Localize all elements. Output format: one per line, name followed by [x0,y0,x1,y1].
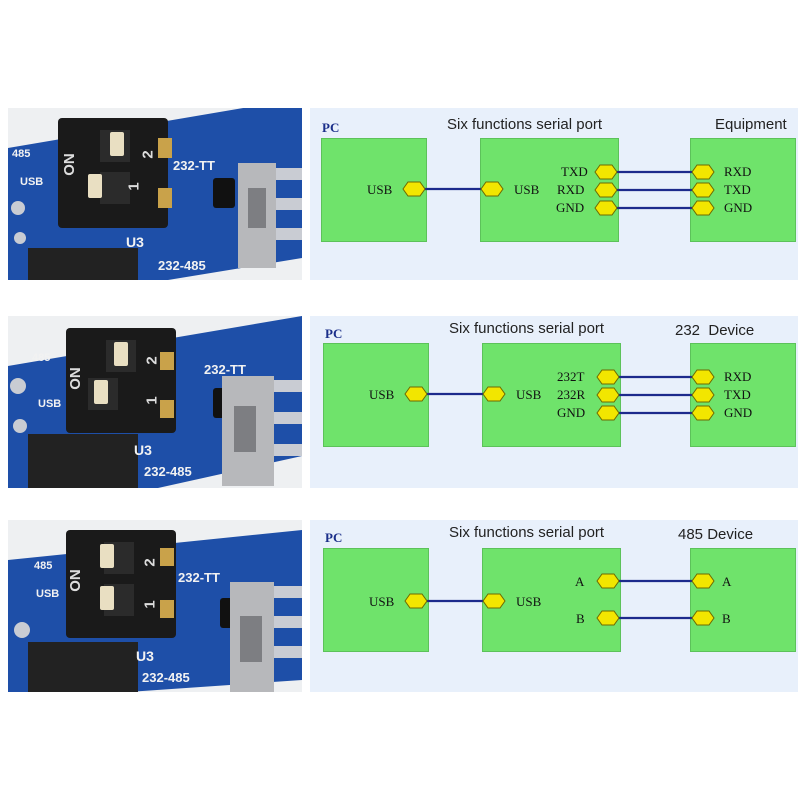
module-box-3 [482,548,621,652]
silk-232-tt: 232-TT [204,362,246,377]
title-3: Six functions serial port [449,524,605,541]
module-pin-label: TXD [561,164,588,179]
device-pin-label: RXD [724,164,752,179]
silk-usb: USB [20,176,44,188]
device-label-1: Equipment [715,116,787,133]
device-pin-label: TXD [724,182,751,197]
module-usb-label-2: USB [516,387,542,402]
device-pin-connector [691,182,715,198]
module-usb-label-1: USB [514,182,540,197]
module-pin-label: RXD [557,182,585,197]
silk-232-tt: 232-TT [178,570,220,585]
module-pin-label: GND [557,405,586,420]
silk-usb: USB [36,588,60,600]
silk-485: 485 [32,352,51,364]
module-pin-label: 232R [557,387,586,402]
device-pin-connector [691,164,715,180]
module-pin-label: A [575,574,585,589]
pc-usb-connector [404,386,428,402]
device-label-3: 485 Device [678,526,754,543]
pc-usb-connector [402,181,426,197]
device-pin-label: A [722,574,732,589]
module-pin-connector [594,182,618,198]
device-label-2: 232 Device [675,322,755,339]
module-pin-connector [596,387,620,403]
device-pin-label: GND [724,405,753,420]
silk-u3: U3 [136,648,154,664]
device-pin-connector [691,573,715,589]
device-pin-label: B [722,611,731,626]
silk-232-485: 232-485 [142,670,190,685]
module-usb-connector [482,593,506,609]
device-pin-connector [691,200,715,216]
module-usb-connector [480,181,504,197]
device-box-3 [690,548,796,652]
device-pin-connector [691,369,715,385]
module-pin-connector [596,610,620,626]
pc-usb-connector [404,593,428,609]
pc-usb-label-2: USB [369,387,395,402]
silk-u3: U3 [126,234,144,250]
module-pin-connector [596,405,620,421]
module-pin-label: GND [556,200,585,215]
silk-usb: USB [38,398,62,410]
silk-232-485: 232-485 [158,258,206,273]
pc-label-2: PC [325,326,343,341]
title-1: Six functions serial port [447,116,603,133]
device-pin-label: GND [724,200,753,215]
module-pin-connector [594,200,618,216]
silk-232-485: 232-485 [144,464,192,479]
device-pin-label: RXD [724,369,752,384]
module-usb-connector [482,386,506,402]
module-pin-connector [596,369,620,385]
module-pin-label: 232T [557,369,585,384]
device-pin-connector [691,387,715,403]
device-pin-label: TXD [724,387,751,402]
silk-232-tt: 232-TT [173,158,215,173]
board-photo-3: 2 1 ON 232-TT 485 USB U3 232-485 [8,520,302,692]
board-photo-1: 2 1 ON 232-TT 485 USB U3 232-485 [8,108,302,280]
silk-485: 485 [34,560,53,572]
board-photo-2: 2 1 ON 232-TT 485 USB U3 232-485 [8,316,302,488]
pc-label-1: PC [322,120,340,135]
silk-u3: U3 [134,442,152,458]
module-usb-label-3: USB [516,594,542,609]
pc-label-3: PC [325,530,343,545]
module-pin-connector [594,164,618,180]
title-2: Six functions serial port [449,320,605,337]
module-pin-connector [596,573,620,589]
device-pin-connector [691,405,715,421]
module-pin-label: B [576,611,585,626]
device-pin-connector [691,610,715,626]
pc-usb-label-1: USB [367,182,393,197]
pc-usb-label-3: USB [369,594,395,609]
silk-485: 485 [12,148,31,160]
